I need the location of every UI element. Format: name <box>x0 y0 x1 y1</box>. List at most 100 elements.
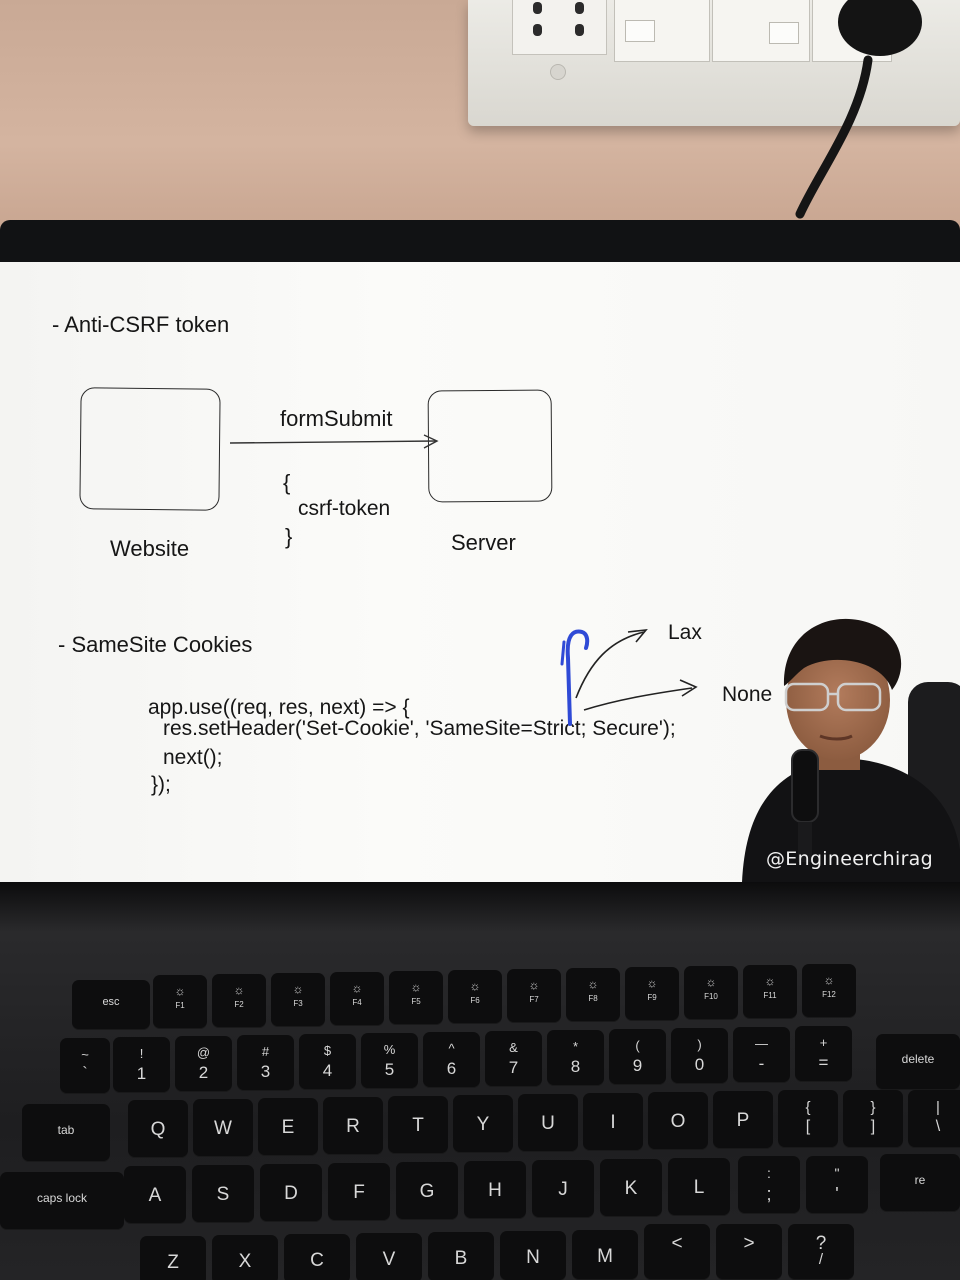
key-f9[interactable]: ☼F9 <box>625 967 679 1021</box>
key-9[interactable]: (9 <box>609 1029 666 1085</box>
key-f5[interactable]: ☼F5 <box>389 971 443 1025</box>
key-secondary-label: — <box>755 1036 768 1051</box>
key-label: N <box>526 1247 540 1268</box>
key-b[interactable]: B <box>428 1232 494 1280</box>
key-8[interactable]: *8 <box>547 1030 604 1086</box>
power-socket <box>512 0 607 55</box>
key-f10[interactable]: ☼F10 <box>684 966 738 1020</box>
key-label: 3 <box>260 1062 271 1081</box>
key-y[interactable]: Y <box>453 1095 513 1153</box>
key-3[interactable]: #3 <box>237 1035 294 1091</box>
key-w[interactable]: W <box>193 1099 253 1157</box>
key-l[interactable]: L <box>668 1158 730 1216</box>
key-f11[interactable]: ☼F11 <box>743 965 797 1019</box>
key-t[interactable]: T <box>388 1096 448 1154</box>
key-e[interactable]: E <box>258 1098 318 1156</box>
key-secondary-label: ( <box>635 1038 640 1053</box>
key-n[interactable]: N <box>500 1231 566 1280</box>
key-r[interactable]: R <box>323 1097 383 1155</box>
key-caps-lock[interactable]: caps lock <box>0 1172 124 1230</box>
key-label: F3 <box>293 999 303 1008</box>
key-secondary-label: ☼ <box>823 973 835 987</box>
key-k[interactable]: K <box>600 1159 662 1217</box>
presentation-slide: - Anti-CSRF token formSubmit { csrf-toke… <box>0 262 960 882</box>
key-5[interactable]: %5 <box>361 1033 418 1089</box>
key-backtick[interactable]: ~` <box>60 1038 110 1094</box>
key-punct[interactable]: "' <box>806 1156 868 1214</box>
annotation-none: None <box>722 683 773 706</box>
key-j[interactable]: J <box>532 1160 594 1218</box>
key-z[interactable]: Z <box>140 1236 206 1280</box>
annotation-lax: Lax <box>668 621 702 644</box>
key-u[interactable]: U <box>518 1094 578 1152</box>
key-label: ` <box>82 1065 88 1082</box>
key-f8[interactable]: ☼ F8 <box>566 968 620 1022</box>
key-c[interactable]: C <box>284 1234 350 1280</box>
key-label: F11 <box>763 991 777 1000</box>
key-7[interactable]: &7 <box>485 1031 542 1087</box>
key-6[interactable]: ^6 <box>423 1032 480 1088</box>
key-g[interactable]: G <box>396 1162 458 1220</box>
key-bracket[interactable]: }] <box>843 1090 903 1148</box>
key-label: H <box>488 1180 502 1201</box>
key-o[interactable]: O <box>648 1092 708 1150</box>
key-m[interactable]: M <box>572 1230 638 1280</box>
none-arrow <box>583 679 698 711</box>
key-punct[interactable]: ?/ <box>788 1224 854 1280</box>
key-p[interactable]: P <box>713 1091 773 1149</box>
key-bracket[interactable]: |\ <box>908 1090 960 1148</box>
key-4[interactable]: $4 <box>299 1034 356 1090</box>
key-label: P <box>736 1110 750 1131</box>
key-return[interactable]: re <box>880 1154 960 1212</box>
key-h[interactable]: H <box>464 1161 526 1219</box>
key-punct[interactable]: < <box>644 1224 710 1280</box>
key-f[interactable]: F <box>328 1163 390 1221</box>
key-f7[interactable]: ☼F7 <box>507 969 561 1023</box>
key-label: F7 <box>529 995 539 1004</box>
key-secondary-label: ☼ <box>410 980 422 994</box>
key-f3[interactable]: ☼F3 <box>271 973 325 1027</box>
key-secondary-label: ☼ <box>174 984 186 998</box>
payload-close-brace: } <box>285 524 293 549</box>
key-bracket[interactable]: {[ <box>778 1090 838 1148</box>
key-label: 5 <box>384 1060 395 1079</box>
key-i[interactable]: I <box>583 1093 643 1151</box>
key-secondary-label: & <box>509 1040 518 1055</box>
key--[interactable]: —- <box>733 1027 790 1083</box>
key-f6[interactable]: ☼F6 <box>448 970 502 1024</box>
key-secondary-label: # <box>261 1044 270 1059</box>
key-secondary-label: ! <box>139 1046 144 1061</box>
key-x[interactable]: X <box>212 1235 278 1280</box>
code-line: }); <box>151 773 171 796</box>
key-s[interactable]: S <box>192 1165 254 1223</box>
key-label: [ <box>805 1118 811 1135</box>
key-f12[interactable]: ☼F12 <box>802 964 856 1018</box>
key-f2[interactable]: ☼F2 <box>212 974 266 1028</box>
key-secondary-label: ^ <box>448 1041 455 1056</box>
key-label: Q <box>150 1119 166 1140</box>
key-d[interactable]: D <box>260 1164 322 1222</box>
key-v[interactable]: V <box>356 1233 422 1280</box>
heading-samesite-cookies: - SameSite Cookies <box>58 632 253 657</box>
key-f1[interactable]: ☼F1 <box>153 975 207 1029</box>
key-a[interactable]: A <box>124 1166 186 1224</box>
key-secondary-label: ☼ <box>587 977 599 991</box>
key-2[interactable]: @2 <box>175 1036 232 1092</box>
key-f4[interactable]: ☼F4 <box>330 972 384 1026</box>
key-label: ] <box>870 1118 876 1135</box>
key-tab[interactable]: tab <box>22 1104 110 1162</box>
key-q[interactable]: Q <box>128 1100 188 1158</box>
key-label: - <box>758 1054 765 1073</box>
key-label: 2 <box>198 1063 209 1082</box>
key-=[interactable]: += <box>795 1026 852 1082</box>
key-label: re <box>914 1173 926 1187</box>
key-esc[interactable]: esc <box>72 980 150 1030</box>
key-delete[interactable]: delete <box>876 1034 960 1090</box>
key-1[interactable]: !1 <box>113 1037 170 1093</box>
key-punct[interactable]: > <box>716 1224 782 1280</box>
key-label: F8 <box>588 994 598 1003</box>
key-punct[interactable]: :; <box>738 1156 800 1214</box>
key-label: B <box>454 1248 468 1269</box>
key-label: esc <box>102 996 120 1008</box>
key-0[interactable]: )0 <box>671 1028 728 1084</box>
